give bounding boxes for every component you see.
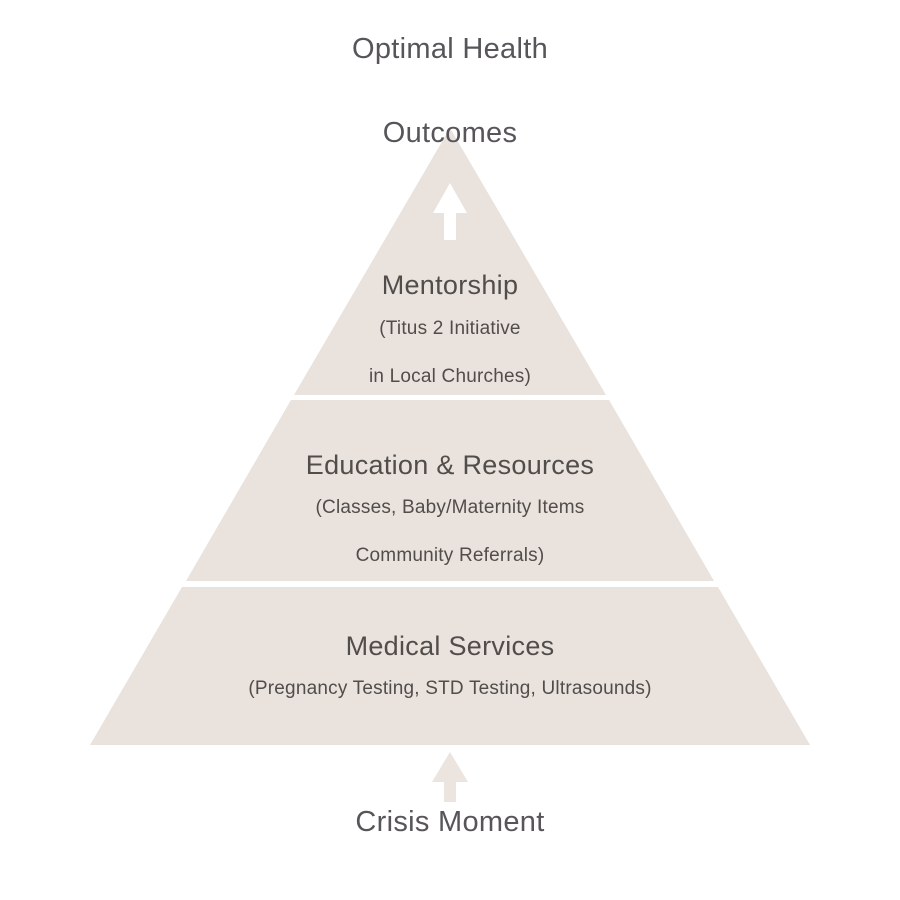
tier-medical-subtitle: (Pregnancy Testing, STD Testing, Ultraso…	[248, 678, 652, 699]
pyramid-tier-education-shape	[186, 400, 714, 581]
tier-education-subtitle-line1: (Classes, Baby/Maternity Items	[315, 497, 585, 518]
top-outcome-label: Optimal Health Outcomes	[0, 28, 900, 154]
tier-mentorship-heading: Mentorship	[381, 270, 519, 300]
tier-medical-heading: Medical Services	[345, 631, 555, 661]
tier-education-subtitle-line2: Community Referrals)	[355, 545, 545, 566]
tier-education-heading: Education & Resources	[305, 450, 595, 480]
tier-education-subtitle: (Classes, Baby/Maternity Items Community…	[0, 496, 900, 568]
tier-mentorship-subtitle: (Titus 2 Initiative in Local Churches)	[0, 317, 900, 389]
up-arrow-icon	[433, 183, 467, 240]
crisis-moment-label: Crisis Moment	[355, 806, 545, 838]
pyramid-tier-mentorship-shape	[294, 128, 606, 395]
top-outcome-line2: Outcomes	[382, 117, 518, 149]
pyramid-tier-medical-shape	[90, 587, 810, 745]
top-outcome-line1: Optimal Health	[352, 33, 548, 65]
crisis-up-arrow-icon	[432, 752, 468, 802]
tier-mentorship-subtitle-line2: in Local Churches)	[368, 366, 531, 387]
tier-mentorship-subtitle-line1: (Titus 2 Initiative	[379, 318, 521, 339]
